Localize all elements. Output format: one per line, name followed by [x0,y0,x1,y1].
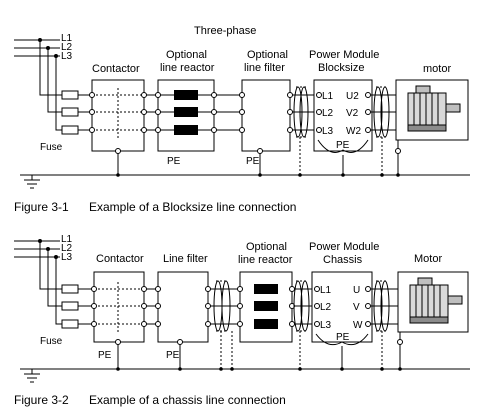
filter-label-line1: Optional [247,49,288,61]
module-output-v: V [353,302,360,313]
reactor-label-line2: line reactor [160,62,215,74]
power-module-box [313,79,373,152]
reactor-label-2-line2: line reactor [238,254,293,266]
ground-symbol [24,175,40,189]
three-phase-label: Three-phase [194,25,256,37]
module-input-l2-2: L2 [320,302,332,313]
figure-blocksize-connection: Three-phase L1 L2 L3 Fuse [14,25,470,189]
figure-3-2-title: Example of a chassis line connection [89,393,286,407]
contactor-label: Contactor [92,63,140,75]
module-input-terminals-2 [314,286,320,327]
fuses [61,90,79,135]
module-output-terminals [365,92,371,133]
filter-box-2 [157,271,209,343]
module-output-w: W [353,320,363,331]
protective-earth-wiring-2 [20,331,470,371]
motor-label: motor [423,63,451,75]
figure-3-2-caption: Figure 3-2 Example of a chassis line conn… [14,393,286,407]
module-label-2-line2: Chassis [323,254,363,266]
supply-label-l2-2: L2 [61,243,73,254]
contactor-switches [92,88,144,138]
filter-box [241,79,291,152]
shielded-cable-in-2 [293,280,310,332]
reactor-label-line1: Optional [166,49,207,61]
power-module-box-2 [311,271,373,343]
supply-label-l3: L3 [61,51,73,62]
figure-chassis-connection: L1 L2 L3 Fuse Contactor Line filter [14,234,470,383]
module-output-w2: W2 [346,126,361,137]
reactor-label-2-line1: Optional [246,241,287,253]
motor-icon-2 [409,277,463,324]
protective-earth-wiring [20,137,470,177]
figure-3-1-number: Figure 3-1 [14,200,69,214]
filter-pe-label: PE [246,156,260,167]
filter-terminals-2 [155,286,211,327]
fuses-2 [61,284,79,329]
reactor-coils [174,90,198,135]
module-input-l3-2: L3 [320,320,332,331]
module-pe-label: PE [336,140,350,151]
contactor-terminals-2 [91,286,147,327]
contactor-terminals [89,92,147,133]
module-input-l3: L3 [322,126,334,137]
contactor-box-2 [93,271,145,343]
figure-3-1-title: Example of a Blocksize line connection [89,200,297,214]
shielded-cable-out [371,86,398,138]
figure-3-1-caption: Figure 3-1 Example of a Blocksize line co… [14,200,296,214]
supply-label-l1: L1 [61,33,73,44]
supply-label-l3-2: L3 [61,252,73,263]
contactor-box [91,79,145,152]
module-pe-bonds [317,139,369,153]
shielded-cable-out-2 [371,280,398,332]
module-pe-label-2: PE [336,332,350,343]
supply-lines-2 [14,239,62,325]
contactor-pe-label-2: PE [98,350,112,361]
supply-lines [14,38,62,131]
motor-icon [407,85,461,132]
filter-label-2: Line filter [163,253,208,265]
contactor-label-2: Contactor [96,253,144,265]
module-label-line2: Blocksize [318,62,364,74]
motor-label-2: Motor [414,253,442,265]
fuse-label: Fuse [40,142,63,153]
filter-pe-label-2: PE [166,350,180,361]
supply-label-l2: L2 [61,42,73,53]
module-output-u: U [353,285,360,296]
supply-label-l1-2: L1 [61,234,73,245]
contactor-switches-2 [94,282,144,332]
reactor-coils-2 [254,284,278,329]
module-pe-bonds-2 [315,333,369,346]
fuse-label-2: Fuse [40,336,63,347]
reactor-terminals [155,92,217,133]
module-output-u2: U2 [346,91,359,102]
reactor-terminals-2 [237,286,295,327]
module-input-l1: L1 [322,91,334,102]
module-output-v2: V2 [346,108,359,119]
module-label-line1: Power Module [309,49,379,61]
filter-label-line2: line filter [244,62,285,74]
ground-symbol-2 [24,369,40,383]
reactor-pe-label: PE [167,156,181,167]
module-input-l1-2: L1 [320,285,332,296]
module-input-terminals [316,92,322,133]
figure-3-2-number: Figure 3-2 [14,393,69,407]
module-output-terminals-2 [365,286,371,327]
module-label-2-line1: Power Module [309,241,379,253]
shielded-cable-mid [213,280,231,332]
module-input-l2: L2 [322,108,334,119]
